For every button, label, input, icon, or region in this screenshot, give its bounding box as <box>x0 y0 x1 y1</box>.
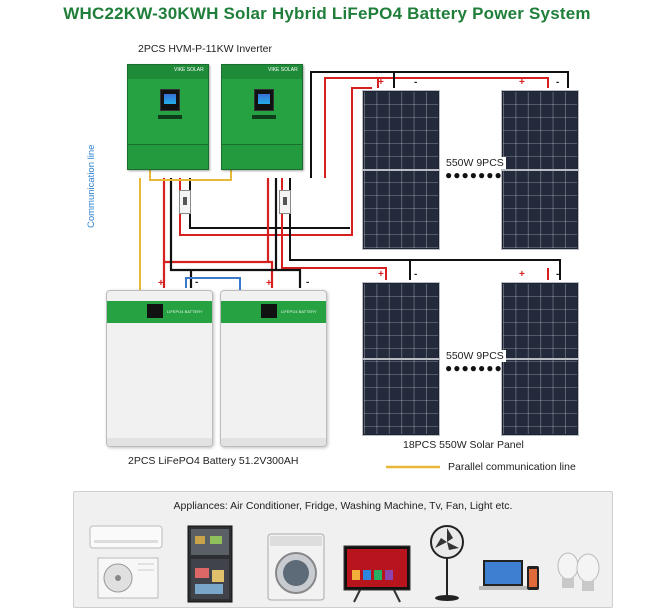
dc-breaker-2 <box>279 190 291 214</box>
battery-1: LIFEPO4 BATTERY <box>106 290 213 447</box>
solar-top-wiring <box>179 71 569 236</box>
panel-bl-plus: + <box>378 269 384 280</box>
bat2-plus-sign: + <box>266 278 272 289</box>
battery-label: 2PCS LiFePO4 Battery 51.2V300AH <box>128 455 299 467</box>
air-conditioner-icon <box>89 525 163 599</box>
communication-legend-label: Parallel communication line <box>448 461 576 473</box>
diagram-title: WHC22KW-30KWH Solar Hybrid LiFePO4 Batte… <box>63 4 591 23</box>
solar-panel-top-right <box>501 90 579 250</box>
panel-br-minus: - <box>556 269 560 280</box>
panel-tr-plus: + <box>519 77 525 88</box>
appliances-title: Appliances: Air Conditioner, Fridge, Was… <box>173 500 513 512</box>
inverter-1: VIKE SOLAR <box>127 64 209 170</box>
inverter-brand: VIKE SOLAR <box>268 67 298 73</box>
fridge-icon <box>187 525 233 603</box>
panel-tl-plus: + <box>378 77 384 88</box>
inverter-2: VIKE SOLAR <box>221 64 303 170</box>
solar-bottom-positive-wire <box>281 178 387 280</box>
inverter-display <box>254 89 274 111</box>
battery-dc-bus <box>162 178 302 288</box>
battery-unit-name: LIFEPO4 BATTERY <box>167 309 203 314</box>
solar-array-bottom-dots: ●●●●●●● <box>445 361 503 375</box>
battery-display <box>147 304 163 318</box>
battery-display <box>261 304 277 318</box>
solar-total-label: 18PCS 550W Solar Panel <box>403 439 524 451</box>
communication-line-vertical-label: Communication line <box>86 144 97 228</box>
solar-bottom-wiring <box>281 178 561 280</box>
panel-tr-minus: - <box>556 77 560 88</box>
inverter-display <box>160 89 180 111</box>
solar-top-negative-wire <box>310 71 569 178</box>
dc-negative-bus <box>169 178 302 288</box>
battery-link-wire <box>185 277 241 290</box>
solar-top-return-wire <box>189 178 350 229</box>
solar-bottom-negative-wire <box>289 178 561 280</box>
panel-tl-minus: - <box>414 77 418 88</box>
dc-positive-bus <box>162 178 274 288</box>
solar-top-return-red <box>179 87 372 236</box>
solar-panel-top-left <box>362 90 440 250</box>
bat1-plus-sign: + <box>158 278 164 289</box>
panel-br-plus: + <box>519 269 525 280</box>
inverter-label: 2PCS HVM-P-11KW Inverter <box>138 43 273 55</box>
battery-unit-name: LIFEPO4 BATTERY <box>281 309 317 314</box>
panel-bl-minus: - <box>414 269 418 280</box>
solar-array-top-dots: ●●●●●●● <box>445 168 503 182</box>
solar-array-bottom-label: 550W 9PCS <box>444 350 506 362</box>
solar-array-top-label: 550W 9PCS <box>444 157 506 169</box>
bat1-minus-sign: - <box>195 277 199 288</box>
bat2-minus-sign: - <box>306 277 310 288</box>
washing-machine-icon <box>267 533 325 601</box>
tv-icon <box>343 545 411 603</box>
dc-breaker-1 <box>179 190 191 214</box>
fan-icon <box>430 525 464 601</box>
inverter-brand: VIKE SOLAR <box>174 67 204 73</box>
light-bulbs-icon <box>557 552 600 591</box>
appliances-panel: Appliances: Air Conditioner, Fridge, Was… <box>73 491 613 608</box>
solar-top-positive-wire <box>324 77 549 178</box>
battery-2: LIFEPO4 BATTERY <box>220 290 327 447</box>
communication-wiring <box>139 168 232 290</box>
solar-panel-bottom-right <box>501 282 579 436</box>
solar-panel-bottom-left <box>362 282 440 436</box>
laptop-phone-icon <box>479 560 539 590</box>
